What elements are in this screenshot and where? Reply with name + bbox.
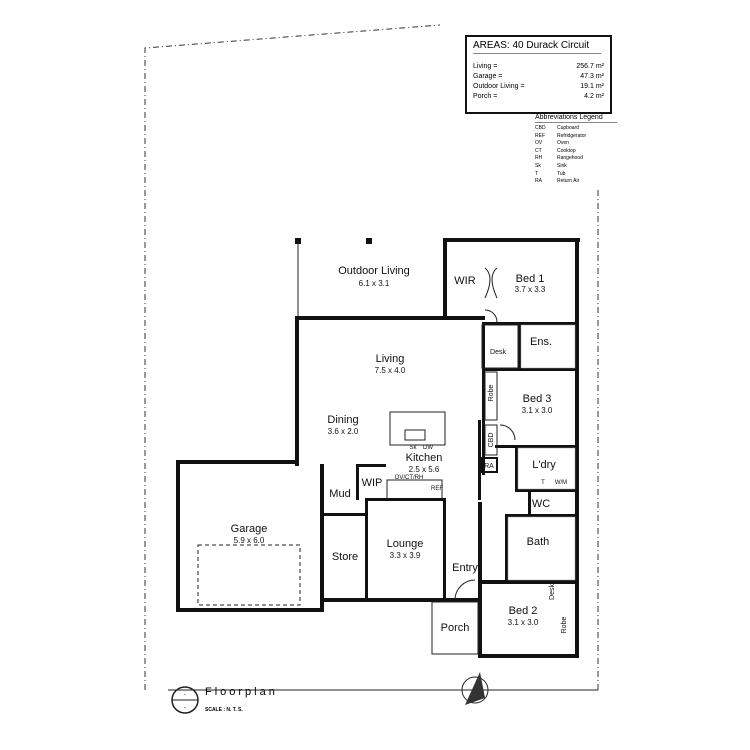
legend-meaning: Tub (557, 170, 566, 177)
legend-abbr: RA (535, 178, 542, 185)
area-label: Outdoor Living = (473, 83, 525, 90)
ref-top: - (184, 692, 186, 698)
desk-label: Desk (549, 584, 556, 600)
drawing-scale: SCALE : N. T. S. (205, 707, 243, 713)
dimension: 6.1 x 3.1 (359, 279, 390, 288)
area-value: 19.1 m² (580, 83, 604, 90)
legend-meaning: Return Air (557, 178, 580, 185)
washing-machine-label: W/M (555, 480, 567, 486)
legend-meaning: Rangehood (557, 155, 583, 162)
legend-meaning: Cooktop (557, 147, 576, 154)
room-entry: Entry (452, 562, 478, 574)
area-value: 4.2 m² (584, 93, 604, 100)
robe-label: Robe (488, 385, 495, 402)
legend-item: CBD Cupboard (535, 125, 617, 133)
area-row: Porch = 4.2 m² (473, 92, 604, 102)
legend-meaning: Sink (557, 162, 567, 169)
room-living: Living (376, 353, 405, 365)
room-bed-1: Bed 1 (516, 273, 545, 285)
area-row: Garage = 47.3 m² (473, 72, 604, 82)
legend-abbr: REF (535, 132, 545, 139)
north-arrow-icon (461, 672, 489, 705)
legend-item: T Tub (535, 171, 617, 179)
legend-meaning: Refridgerator (557, 132, 587, 139)
room-porch: Porch (441, 622, 470, 634)
area-row: Outdoor Living = 19.1 m² (473, 82, 604, 92)
room-ensuite: Ens. (530, 336, 552, 348)
ref-bottom: - (184, 705, 186, 711)
tub-label: T (541, 480, 545, 486)
areas-table: AREAS: 40 Durack Circuit Living = 256.7 m… (465, 35, 612, 114)
desk-label: Desk (490, 349, 506, 356)
area-label: Living = (473, 63, 498, 70)
oven-label: OV/CT/RH (395, 475, 424, 481)
room-store: Store (332, 551, 358, 563)
dimension: 3.7 x 3.3 (515, 285, 546, 294)
legend-abbr: T (535, 170, 539, 177)
room-kitchen: Kitchen (406, 452, 443, 464)
lot-boundary (144, 24, 441, 690)
drawing-title: Floorplan (205, 686, 278, 698)
room-bed-3: Bed 3 (523, 393, 552, 405)
robe-label: Robe (561, 617, 568, 634)
room-garage: Garage (231, 523, 268, 535)
garage-door (197, 544, 301, 606)
room-laundry: L'dry (532, 459, 556, 471)
legend-title: Abbreviations Legend (535, 114, 617, 123)
legend-item: RA Return Air (535, 178, 617, 186)
room-mud: Mud (329, 488, 350, 500)
legend-abbr: OV (535, 140, 543, 147)
walls (176, 238, 580, 658)
abbreviations-legend: Abbreviations Legend CBD Cupboard REF Refr… (535, 114, 617, 186)
dimension: 7.5 x 4.0 (375, 366, 406, 375)
dimension: 2.5 x 5.6 (409, 465, 440, 474)
legend-item: OV Oven (535, 140, 617, 148)
legend-item: Sk Sink (535, 163, 617, 171)
room-bed-2: Bed 2 (509, 605, 538, 617)
dimension: 3.1 x 3.0 (522, 406, 553, 415)
legend-abbr: Sk (535, 162, 541, 169)
dimension: 3.6 x 2.0 (328, 427, 359, 436)
area-label: Porch = (473, 93, 498, 100)
area-value: 256.7 m² (576, 63, 604, 70)
legend-abbr: CBD (535, 125, 546, 131)
room-outdoor-living: Outdoor Living (338, 265, 410, 277)
cbd-label: CBD (488, 433, 495, 448)
legend-abbr: RH (535, 155, 543, 162)
area-value: 47.3 m² (580, 73, 604, 80)
doors (454, 267, 516, 601)
area-label: Garage = (473, 73, 503, 80)
room-bath: Bath (527, 536, 550, 548)
legend-meaning: Cupboard (557, 125, 579, 131)
dimension: 3.1 x 3.0 (508, 618, 539, 627)
legend-item: RH Rangehood (535, 155, 617, 163)
dimension: 5.9 x 6.0 (234, 536, 265, 545)
legend-item: CT Cooktop (535, 148, 617, 156)
legend-meaning: Oven (557, 140, 569, 147)
room-wip: WIP (362, 477, 383, 489)
room-dining: Dining (327, 414, 358, 426)
legend-item: REF Refridgerator (535, 133, 617, 141)
room-wc: WC (532, 498, 550, 510)
ra-label: RA (484, 463, 494, 470)
legend-abbr: CT (535, 147, 542, 154)
title-marker: - - (171, 686, 199, 714)
dishwasher-label: DW (423, 445, 433, 451)
dimension: 3.3 x 3.9 (390, 551, 421, 560)
sink-label: Sk (409, 445, 417, 451)
area-row: Living = 256.7 m² (473, 62, 604, 72)
areas-title: AREAS: 40 Durack Circuit (473, 40, 601, 54)
room-lounge: Lounge (387, 538, 424, 550)
tiled-areas (507, 324, 576, 581)
room-wir: WIR (454, 275, 475, 287)
ref-label: REF (431, 486, 443, 492)
